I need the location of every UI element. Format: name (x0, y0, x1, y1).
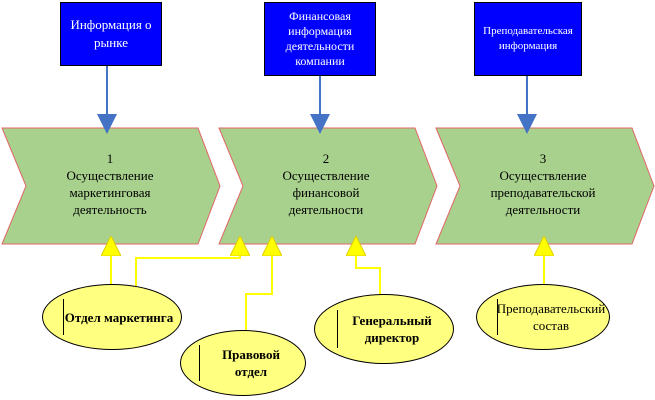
info-box-teaching: Преподавательская информация (474, 2, 582, 76)
process-chevron-2 (218, 127, 438, 245)
process-2-number: 2 (322, 151, 330, 166)
process-1: 1 Осуществление маркетинговая деятельнос… (30, 146, 190, 222)
connector-legal-to-2 (245, 246, 272, 332)
process-3-label: Осуществление преподавательской деятельн… (490, 168, 596, 217)
actor-legal-label: Правовой отдел (222, 347, 280, 379)
actor-teachers-label: Преподавательский состав (496, 301, 606, 333)
actor-director: Генеральный директор (314, 294, 454, 364)
info-box-market-label: Информация о рынке (70, 17, 152, 50)
actor-marketing-label: Отдел маркетинга (64, 309, 174, 325)
actor-teachers-bar (497, 299, 498, 335)
process-2-label: Осуществление финансовой деятельности (282, 168, 370, 217)
connector-marketing-to-2 (135, 246, 240, 288)
process-3-number: 3 (539, 151, 547, 166)
actor-director-label: Генеральный директор (352, 313, 432, 345)
process-2: 2 Осуществление финансовой деятельности (246, 146, 406, 222)
info-box-market: Информация о рынке (60, 2, 162, 66)
actor-legal-bar (199, 345, 200, 381)
actor-marketing-bar (63, 299, 64, 335)
actor-director-bar (337, 309, 338, 349)
process-chevron-1 (1, 127, 221, 245)
actor-legal: Правовой отдел (180, 330, 306, 396)
actor-teachers: Преподавательский состав (476, 284, 610, 350)
info-box-financial-label: Финансовая информация деятельности компа… (285, 9, 355, 68)
actor-marketing: Отдел маркетинга (42, 284, 182, 350)
info-box-financial: Финансовая информация деятельности компа… (264, 2, 376, 76)
process-3: 3 Осуществление преподавательской деятел… (462, 146, 624, 222)
process-1-number: 1 (106, 151, 114, 166)
info-box-teaching-label: Преподавательская информация (483, 25, 573, 52)
connector-director-to-2 (356, 246, 381, 296)
process-chevron-3 (435, 127, 655, 245)
process-1-label: Осуществление маркетинговая деятельность (66, 168, 154, 217)
